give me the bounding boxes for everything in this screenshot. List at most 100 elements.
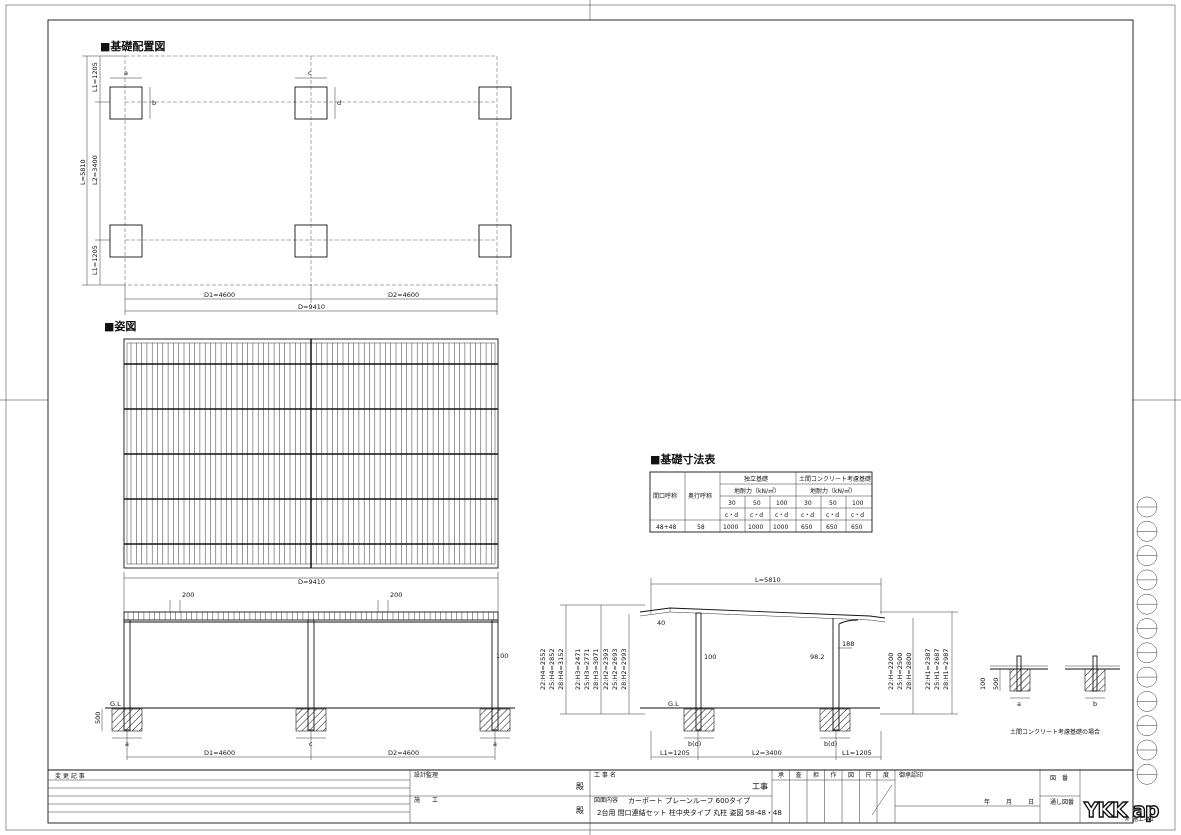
bearing-1: 50 xyxy=(753,500,761,507)
dono-2: 殿 xyxy=(576,806,584,815)
approval-col-label: 査 xyxy=(796,771,802,779)
detail-h100: 100 xyxy=(979,678,987,690)
side-h1-28: 28:H1=2987 xyxy=(942,649,950,690)
table-title: ■基礎寸法表 xyxy=(650,452,716,466)
side-h4-28: 28:H4=3152 xyxy=(557,649,565,690)
front-dim-D: D=9410 xyxy=(298,578,325,586)
side-h-28: 28:H=2800 xyxy=(905,653,913,690)
title-block: 承査担作図尺度 変 更 記 事 設計監理 殿 施 工 殿 工 事 名 工事 図面… xyxy=(48,769,1161,823)
work-name-label: 工 事 名 xyxy=(594,771,616,779)
side-h1-22: 22:H1=2387 xyxy=(924,649,932,690)
drawing-line-1: カーポート プレーンルーフ 600タイプ xyxy=(628,796,750,805)
side-GL: G.L xyxy=(668,700,679,708)
side-h3-25: 25:H3=2771 xyxy=(583,649,591,690)
approval-col-label: 承 xyxy=(778,771,784,779)
footing xyxy=(109,86,143,120)
side-h4-25: 25:H4=2852 xyxy=(548,649,556,690)
side-dim-L: L=5810 xyxy=(755,576,781,584)
ykk-ap-logo: YKK ap xyxy=(1083,798,1159,822)
row-val-3: 650 xyxy=(801,524,813,531)
dim-L1-top: L1=1205 xyxy=(91,62,99,92)
detail-a: a xyxy=(1017,700,1021,708)
cd-2: c・d xyxy=(775,512,788,519)
construction-label: 施 工 xyxy=(414,796,438,804)
row-val-0: 1000 xyxy=(723,524,738,531)
side-h-25: 25:H=2500 xyxy=(896,653,904,690)
view-title: ■姿図 xyxy=(104,319,136,333)
drawing-code: ® 施工-A1 xyxy=(1124,815,1154,823)
month-label: 月 xyxy=(1006,799,1012,806)
side-h40: 40 xyxy=(657,619,665,627)
side-h4-22: 22:H4=2552 xyxy=(539,649,547,690)
drawing-content-label: 図面内容 xyxy=(594,796,618,804)
revision-circles xyxy=(1136,496,1158,785)
cd-5: c・d xyxy=(851,512,864,519)
side-bd2: b(d) xyxy=(824,740,837,748)
design-mgmt-label: 設計監理 xyxy=(414,771,438,779)
row-val-2: 1000 xyxy=(773,524,788,531)
side-p100: 100 xyxy=(704,653,716,661)
front-depth500: 500 xyxy=(94,712,102,724)
th-depth: 奥行呼称 xyxy=(688,492,712,500)
drawing-no-label: 図 番 xyxy=(1050,775,1068,782)
footing xyxy=(294,224,328,258)
row-val-5: 650 xyxy=(851,524,863,531)
side-h-22: 22:H=2200 xyxy=(887,653,895,690)
change-log-label: 変 更 記 事 xyxy=(55,772,85,780)
year-label: 年 xyxy=(984,798,990,806)
dim-L2: L2=3400 xyxy=(91,155,99,185)
side-h2-22: 22:H2=2393 xyxy=(602,649,610,690)
day-label: 日 xyxy=(1028,799,1034,806)
bearing-2: 100 xyxy=(776,500,788,507)
front-GL: G.L xyxy=(110,700,121,708)
footing xyxy=(478,86,512,120)
th-independent: 独立基礎 xyxy=(744,475,768,483)
th-bearing2: 地耐力（kN/㎡） xyxy=(810,487,856,495)
drawing-line-2: 2台用 間口連結セット 柱中央タイプ 丸柱 姿図 58-48・48 xyxy=(597,808,782,817)
work-suffix: 工事 xyxy=(752,781,768,791)
approval-col-label: 作 xyxy=(831,771,837,779)
bearing-3: 30 xyxy=(804,500,812,507)
row-opening: 48+48 xyxy=(656,524,676,531)
side-L2: L2=3400 xyxy=(752,749,782,757)
detail-b: b xyxy=(1093,700,1097,708)
front-D2: D2=4600 xyxy=(388,749,419,757)
outer-border xyxy=(5,4,1176,831)
bearing-5: 100 xyxy=(852,500,864,507)
side-h3-28: 28:H3=3071 xyxy=(592,649,600,690)
plan-title: ■基礎配置図 xyxy=(100,39,165,53)
cd-4: c・d xyxy=(826,512,839,519)
cd-0: c・d xyxy=(725,512,738,519)
dono-1: 殿 xyxy=(576,782,584,791)
foundation-plan: ■基礎配置図 a b c d L1=1205 L=5810 L2=3400 L1… xyxy=(79,39,512,315)
dim-D2: D2=4600 xyxy=(388,291,419,299)
side-L1b: L1=1205 xyxy=(842,749,872,757)
th-bearing1: 地耐力（kN/㎡） xyxy=(734,487,780,495)
side-h1-25: 25:H1=2687 xyxy=(933,649,941,690)
approval-col-label: 尺 xyxy=(866,772,872,779)
front-elevation: D=9410 200 200 100 G.L 500 a c a xyxy=(94,572,515,760)
inner-border xyxy=(47,19,1134,824)
row-val-4: 650 xyxy=(826,524,838,531)
dim-D: D=9410 xyxy=(298,303,325,311)
approval-col-label: 図 xyxy=(848,772,854,779)
foundation-table: ■基礎寸法表 間口呼称 奥行呼称 独立基礎 土間コンクリート考慮基礎 地耐力（k… xyxy=(649,452,873,533)
label-d: d xyxy=(337,99,341,107)
soil-concrete-detail: 100 500 a b 土間コンクリート考慮基礎の場合 xyxy=(979,655,1120,736)
row-depth: 58 xyxy=(697,524,705,531)
label-c: c xyxy=(308,69,312,77)
serial-no-label: 通し図番 xyxy=(1050,798,1074,806)
detail-h500: 500 xyxy=(992,678,1000,690)
roof-view: ■姿図 xyxy=(104,319,499,569)
side-bd1: b(d) xyxy=(688,740,701,748)
bearing-4: 50 xyxy=(829,500,837,507)
approval-col-label: 度 xyxy=(883,771,889,779)
th-opening: 間口呼称 xyxy=(653,492,677,500)
bearing-0: 30 xyxy=(728,500,736,507)
label-a: a xyxy=(124,69,128,77)
row-val-1: 1000 xyxy=(748,524,763,531)
footing xyxy=(294,86,328,120)
front-w200a: 200 xyxy=(182,591,194,599)
side-h188: 188 xyxy=(842,640,854,648)
